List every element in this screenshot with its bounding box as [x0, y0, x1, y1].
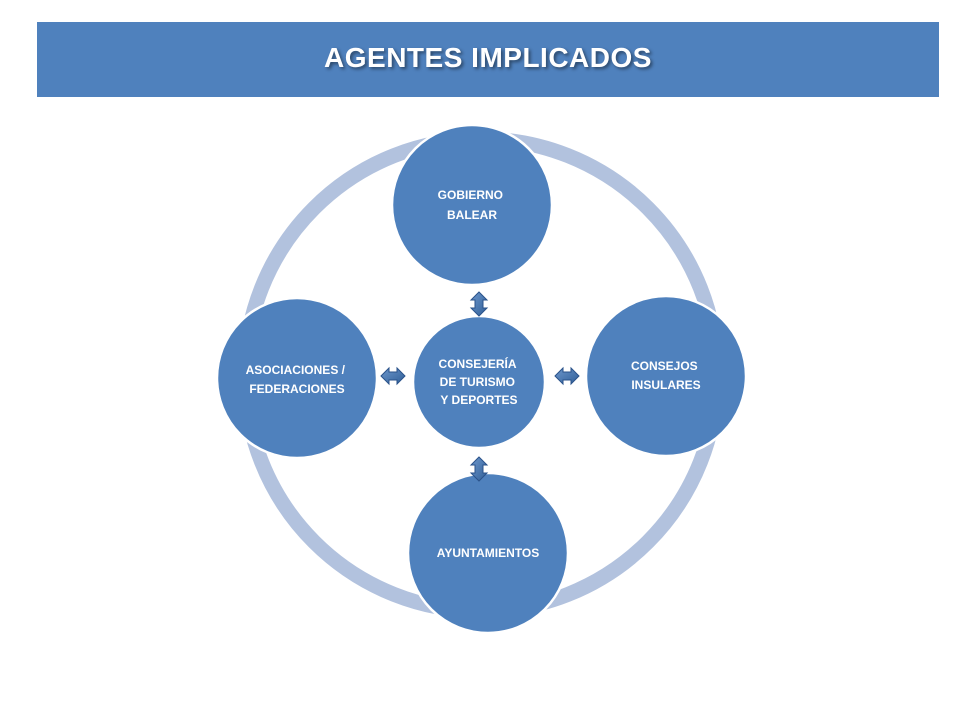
node-label-line: ASOCIACIONES /	[246, 363, 346, 377]
node-label-line: CONSEJERÍA	[439, 356, 517, 371]
node-label-line: FEDERACIONES	[249, 382, 344, 396]
page-title: AGENTES IMPLICADOS	[324, 41, 652, 73]
double-arrow-vertical-icon	[469, 456, 489, 482]
node-ayuntamientos-label: AYUNTAMIENTOS	[437, 546, 539, 560]
node-label-line: AYUNTAMIENTOS	[437, 546, 539, 560]
center-node-label: CONSEJERÍA DE TURISMO Y DEPORTES	[439, 356, 520, 407]
node-consejos-insulares-label: CONSEJOS INSULARES	[631, 359, 701, 392]
node-label-line: BALEAR	[447, 208, 497, 222]
node-gobierno-balear: GOBIERNO BALEAR	[390, 123, 554, 287]
node-label-line: CONSEJOS	[631, 359, 698, 373]
node-consejos-insulares: CONSEJOS INSULARES	[584, 294, 748, 458]
node-label-line: DE TURISMO	[440, 375, 515, 389]
node-consejeria-turismo-deportes: CONSEJERÍA DE TURISMO Y DEPORTES	[411, 314, 547, 450]
node-asociaciones-label: ASOCIACIONES / FEDERACIONES	[246, 363, 349, 396]
double-arrow-vertical-icon	[469, 291, 489, 317]
node-label-line: Y DEPORTES	[440, 393, 517, 407]
node-gobierno-balear-label: GOBIERNO BALEAR	[438, 188, 507, 222]
node-label-line: INSULARES	[631, 378, 700, 392]
double-arrow-horizontal-icon	[554, 366, 580, 386]
title-bar: AGENTES IMPLICADOS	[37, 22, 939, 97]
node-ayuntamientos: AYUNTAMIENTOS	[406, 471, 570, 635]
double-arrow-horizontal-icon	[380, 366, 406, 386]
node-asociaciones-federaciones: ASOCIACIONES / FEDERACIONES	[215, 296, 379, 460]
node-label-line: GOBIERNO	[438, 188, 503, 202]
